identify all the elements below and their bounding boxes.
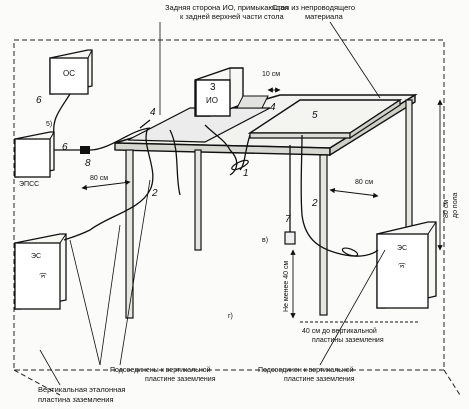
- label-connected-left-2: пластине заземления: [145, 376, 216, 383]
- marker-g: г): [228, 313, 233, 320]
- callout-4-right: 4: [270, 102, 276, 113]
- callout-6-mid: 6: [62, 142, 68, 153]
- label-min-40: Не менее 40 см: [283, 261, 290, 312]
- label-connected-left-1: Подсоединены к вертикальной: [110, 366, 211, 374]
- label-back-side-2: к задней верхней части стола: [180, 12, 284, 21]
- ferrite-ring-1: [231, 159, 249, 171]
- callout-2-left: 2: [151, 188, 158, 199]
- label-dim-80-vertical-1: 80 см: [443, 200, 450, 218]
- ferrite-ring-2: [341, 247, 359, 257]
- label-connected-right-1: Подсоединен к вертикальной: [258, 366, 354, 374]
- label-back-side-1: Задняя сторона ИО, примыкающая: [165, 3, 288, 12]
- label-table-2: материала: [305, 12, 344, 21]
- ground-plane-plate-5: [247, 98, 403, 140]
- connector-8: [80, 146, 90, 154]
- cables: [53, 93, 379, 257]
- insulating-support-left: [127, 107, 271, 143]
- leader-lines: [39, 21, 386, 386]
- marker-z-right: з): [399, 262, 406, 268]
- os-box: [49, 49, 93, 95]
- marker-5b: 5): [46, 121, 52, 128]
- label-connected-right-2: пластине заземления: [284, 376, 355, 383]
- callout-2-right: 2: [311, 198, 318, 209]
- es-box-left: [14, 233, 67, 310]
- marker-z-left: з): [40, 272, 47, 278]
- es-box-right: [376, 221, 437, 309]
- label-epss: ЭПСС: [19, 181, 39, 188]
- insulating-support-right: [236, 95, 269, 109]
- label-dim-80-right: 80 см: [355, 179, 373, 186]
- ground-plane-outline: [13, 39, 445, 371]
- callout-7: 7: [285, 214, 291, 225]
- callout-4-left: 4: [150, 107, 156, 118]
- epss-box: [14, 131, 55, 178]
- callout-5: 5: [312, 110, 318, 121]
- label-dim-80-vertical-2: до пола: [452, 192, 459, 218]
- label-plate-2: пластина заземления: [38, 395, 114, 404]
- table-leg-front-left: [125, 149, 134, 319]
- eut-box: [194, 67, 244, 117]
- label-40-to-plate-1: 40 см до вертикальной: [302, 327, 377, 335]
- ground-plane-edge-right: [443, 369, 461, 396]
- callout-6-top: 6: [36, 95, 42, 106]
- marker-v: в): [262, 237, 268, 244]
- label-es-right: ЭС: [397, 245, 407, 252]
- label-table-1: Стол из непроводящего: [272, 3, 355, 12]
- label-es-left: ЭС: [31, 253, 41, 260]
- label-os: ОС: [63, 69, 75, 78]
- table-leg-front-right: [319, 154, 328, 316]
- label-io: ИО: [206, 96, 218, 105]
- clamp-7: [284, 231, 296, 245]
- label-plate-1: Вертикальная эталонная: [38, 385, 126, 394]
- table-leg-back-left: [194, 149, 202, 251]
- callout-1: 1: [243, 168, 249, 179]
- ground-plane-edge: [13, 369, 61, 396]
- dim-80-right: [329, 187, 379, 199]
- label-dim-10: 10 см: [262, 71, 280, 78]
- label-dim-80-left: 80 см: [90, 175, 108, 182]
- dim-80-left: [81, 179, 131, 191]
- label-40-to-plate-2: пластины заземления: [312, 337, 384, 344]
- callout-8: 8: [85, 158, 91, 169]
- callout-3: 3: [210, 82, 216, 93]
